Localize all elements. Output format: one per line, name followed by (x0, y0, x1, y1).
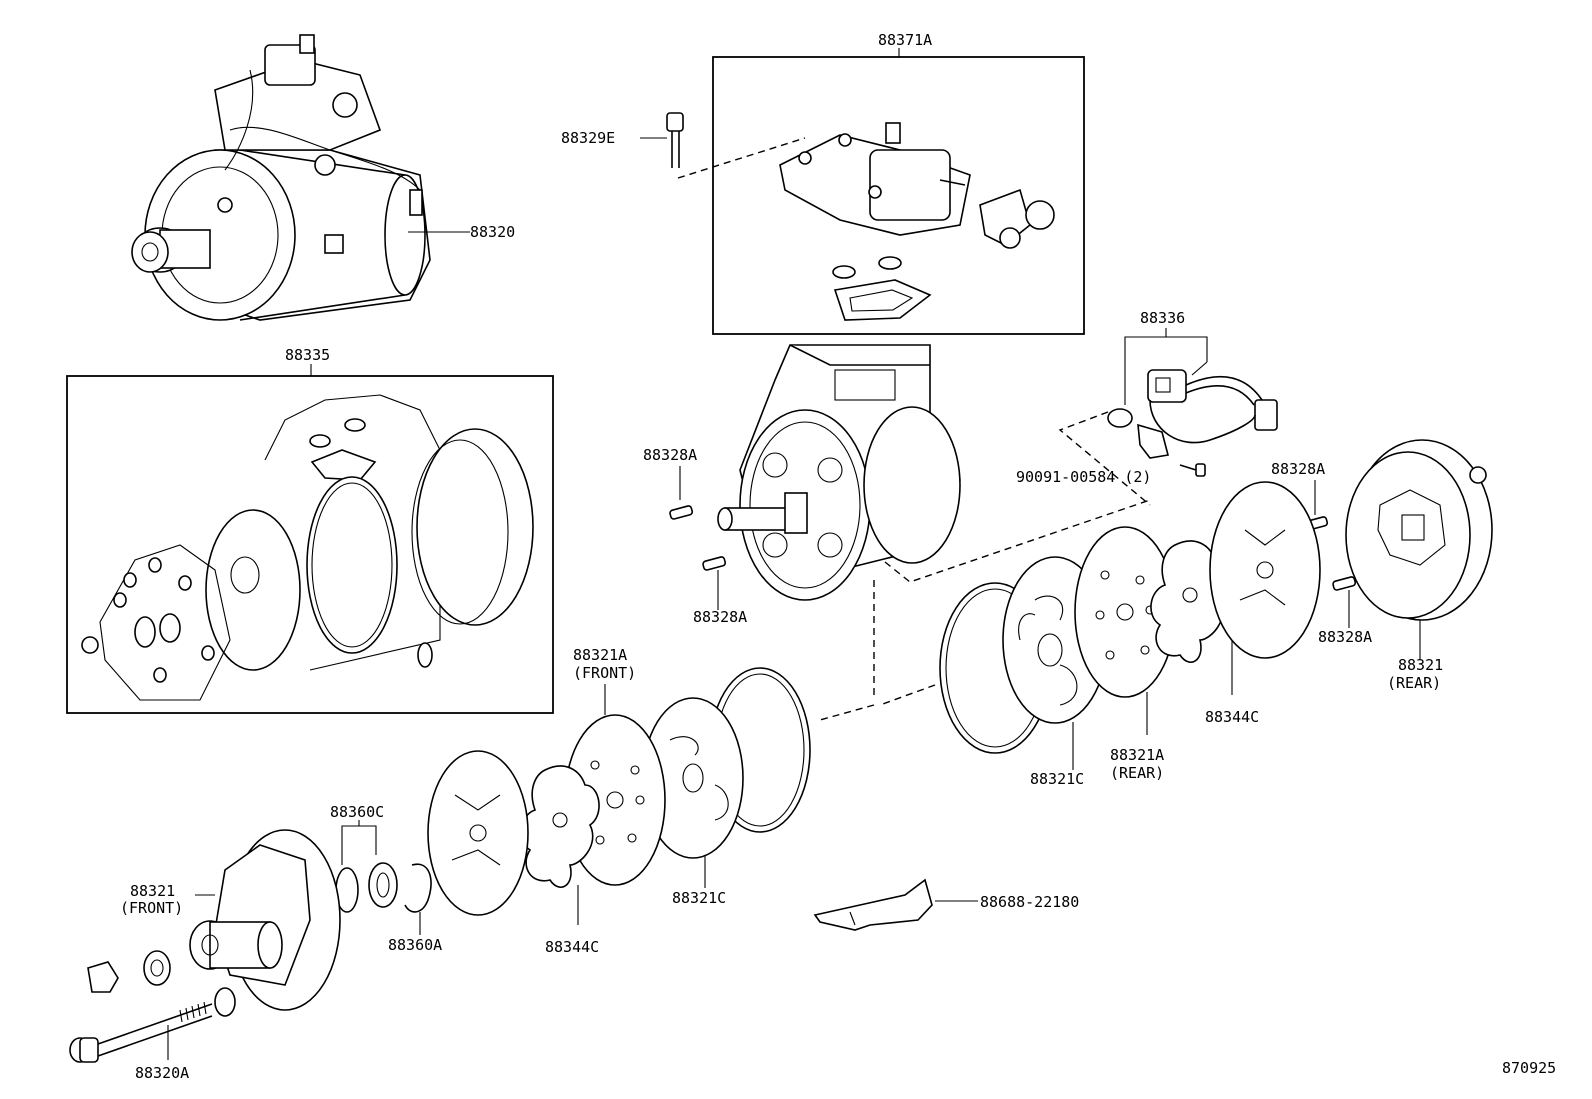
sensor-drawing (1107, 369, 1278, 459)
part-tag-valve-rear: (REAR) (1110, 764, 1164, 782)
pin-lower-left-drawing (702, 556, 727, 571)
part-label-88328A-lower-right: 88328A (1318, 628, 1372, 646)
suction-plate-right-drawing (1209, 481, 1321, 659)
pin-lower-right-drawing (1332, 576, 1357, 591)
part-label-88321-front: 88321 (130, 882, 175, 900)
part-label-88321A-rear: 88321A (1110, 746, 1164, 764)
gasket-kit-drawing (81, 394, 534, 701)
seal-ring-drawing (335, 862, 398, 913)
reed-88344C-left-drawing (520, 765, 600, 888)
part-label-88688-22180: 88688-22180 (980, 893, 1079, 911)
dashed-guide (1058, 411, 1151, 506)
part-tag-valve-front: (FRONT) (573, 664, 636, 682)
part-label-88360A: 88360A (388, 936, 442, 954)
rear-housing-drawing (1345, 439, 1493, 621)
part-label-88328A-lower-left: 88328A (693, 608, 747, 626)
gasket-kit-box (66, 375, 554, 714)
compressor-assembly-drawing (131, 34, 431, 321)
snap-ring-drawing (404, 863, 432, 913)
part-label-88320A: 88320A (135, 1064, 189, 1082)
dashed-guide (677, 137, 806, 179)
dashed-guide (879, 684, 936, 706)
part-label-88328A-upper-right: 88328A (1271, 460, 1325, 478)
sensor-bolt-drawing (1179, 463, 1206, 477)
bracket-drawing (813, 878, 933, 931)
part-label-88321A-front: 88321A (573, 646, 627, 664)
cover-kit-box (712, 56, 1085, 335)
part-tag-rear: (REAR) (1387, 674, 1441, 692)
suction-plate-left-drawing (427, 750, 529, 916)
bolt-88329E-drawing (666, 112, 684, 168)
part-label-88335: 88335 (285, 346, 330, 364)
part-label-88344C-left: 88344C (545, 938, 599, 956)
part-tag-front: (FRONT) (120, 899, 183, 917)
leader-line (1191, 361, 1208, 376)
part-label-88328A-upper-left: 88328A (643, 446, 697, 464)
front-housing-drawing (87, 829, 341, 1017)
part-label-88336: 88336 (1140, 309, 1185, 327)
part-label-88321C-right: 88321C (1030, 770, 1084, 788)
part-label-88371A: 88371A (878, 31, 932, 49)
cover-kit-drawing (779, 122, 1055, 321)
part-label-88360C: 88360C (330, 803, 384, 821)
dashed-guide (819, 704, 875, 721)
leader-bracket (1124, 336, 1208, 362)
leader-bracket (341, 825, 377, 865)
part-label-88320: 88320 (470, 223, 515, 241)
through-bolt-drawing (69, 1001, 213, 1063)
part-label-90091-00584: 90091-00584 (2) (1016, 468, 1151, 486)
part-label-88344C-right: 88344C (1205, 708, 1259, 726)
diagram-code: 870925 (1502, 1059, 1556, 1077)
pin-upper-left-drawing (669, 505, 694, 520)
cylinder-block-drawing (717, 344, 961, 601)
part-label-88321C-left: 88321C (672, 889, 726, 907)
part-label-88329E: 88329E (561, 129, 615, 147)
part-label-88321-rear: 88321 (1398, 656, 1443, 674)
